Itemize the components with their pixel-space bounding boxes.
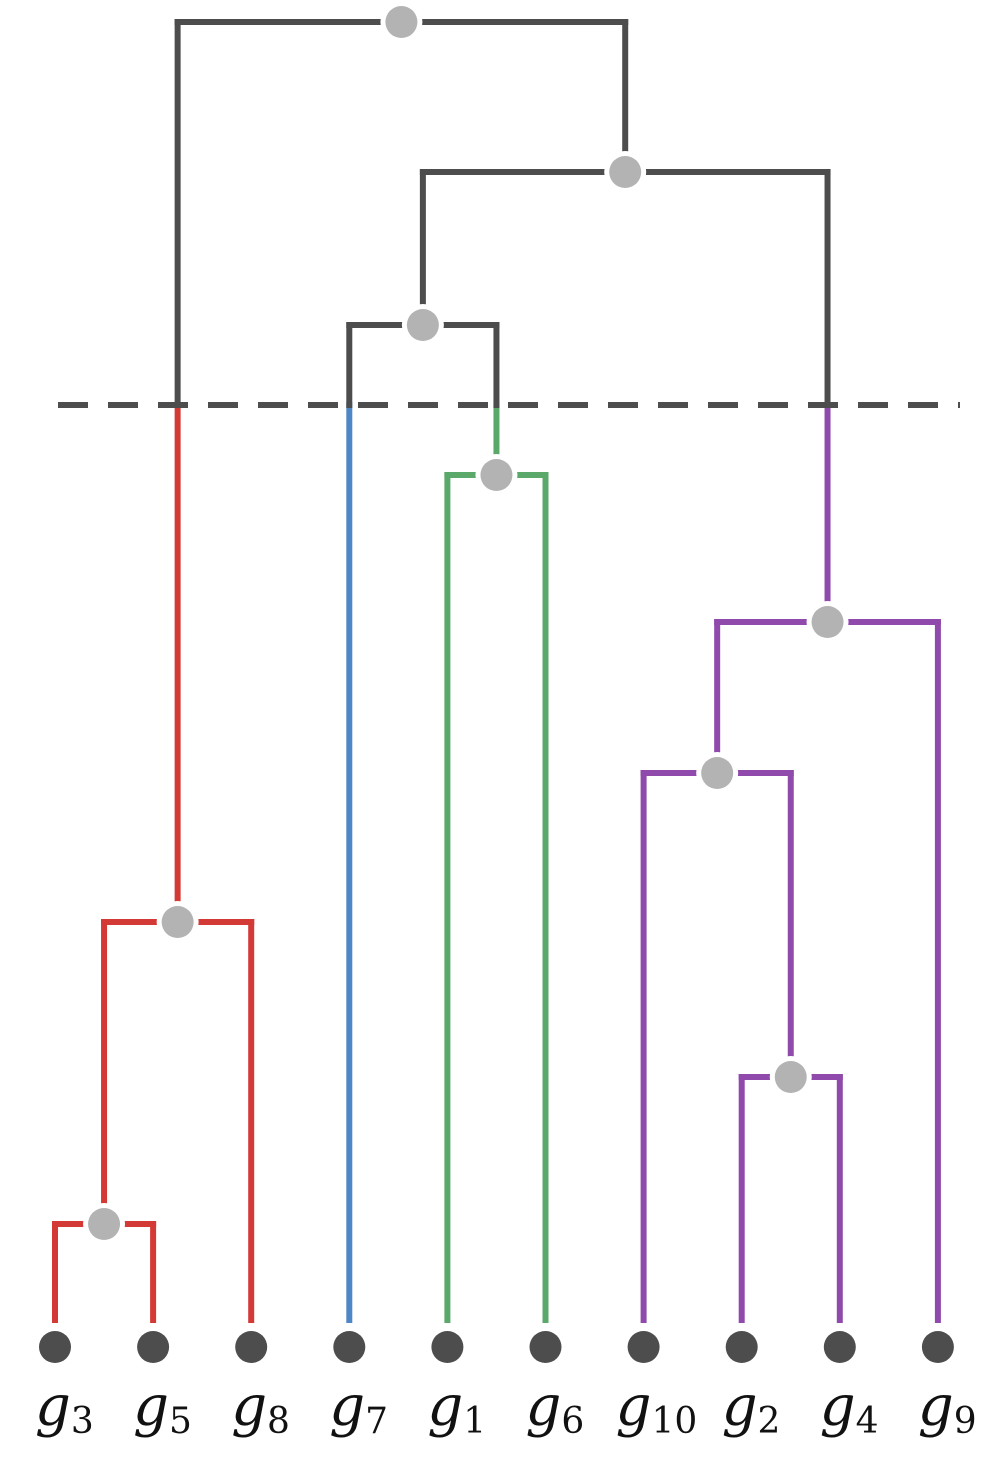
leaf-label-subscript: 3 — [71, 1401, 94, 1442]
leaf-label-symbol: g — [616, 1374, 652, 1439]
leaf-nodes — [39, 1331, 954, 1363]
merge-node-m10249 — [811, 606, 844, 638]
merge-node-m716 — [406, 309, 439, 341]
leaf-label-g7: g7 — [329, 1374, 388, 1442]
leaf-label-g3: g3 — [35, 1374, 94, 1442]
leaf-node-g6 — [529, 1331, 562, 1363]
merge-nodes — [83, 1, 849, 1245]
leaf-node-g2 — [725, 1331, 758, 1363]
leaf-label-symbol: g — [231, 1374, 267, 1439]
dendrogram-branches — [52, 19, 941, 1323]
leaf-label-g5: g5 — [133, 1374, 192, 1442]
leaf-label-subscript: 9 — [954, 1401, 977, 1442]
leaf-label-g4: g4 — [820, 1374, 879, 1442]
merge-node-m16 — [480, 459, 513, 491]
leaf-node-g1 — [431, 1331, 464, 1363]
leaf-label-g2: g2 — [722, 1374, 781, 1442]
leaf-label-subscript: 6 — [561, 1401, 584, 1442]
leaf-node-g5 — [137, 1331, 170, 1363]
leaf-node-g4 — [823, 1331, 856, 1363]
merge-node-m1024 — [701, 757, 734, 789]
leaf-label-g1: g1 — [427, 1374, 486, 1442]
leaf-node-g7 — [333, 1331, 366, 1363]
leaf-label-symbol: g — [526, 1374, 562, 1439]
leaf-node-g8 — [235, 1331, 268, 1363]
leaf-label-subscript: 8 — [267, 1401, 290, 1442]
leaf-label-g10: g10 — [616, 1374, 698, 1442]
leaf-label-subscript: 1 — [463, 1401, 486, 1442]
leaf-label-g9: g9 — [918, 1374, 977, 1442]
merge-node-m24 — [774, 1061, 807, 1093]
leaf-node-g3 — [39, 1331, 71, 1363]
leaf-node-g9 — [921, 1331, 954, 1363]
leaf-label-g8: g8 — [231, 1374, 290, 1442]
leaf-label-g6: g6 — [526, 1374, 585, 1442]
leaf-label-subscript: 5 — [169, 1401, 192, 1442]
leaf-label-symbol: g — [427, 1374, 463, 1439]
leaf-label-subscript: 10 — [651, 1401, 697, 1442]
merge-node-m35 — [88, 1208, 121, 1240]
merge-node-m358 — [161, 906, 194, 938]
leaf-label-subscript: 7 — [365, 1401, 388, 1442]
leaf-label-subscript: 4 — [856, 1401, 879, 1442]
merge-node-m7169 — [609, 156, 642, 188]
leaf-node-g10 — [627, 1331, 660, 1363]
leaf-label-symbol: g — [133, 1374, 169, 1439]
leaf-label-symbol: g — [918, 1374, 954, 1439]
leaf-label-symbol: g — [722, 1374, 758, 1439]
leaf-label-symbol: g — [35, 1374, 71, 1439]
leaf-label-subscript: 2 — [758, 1401, 781, 1442]
leaf-label-symbol: g — [820, 1374, 856, 1439]
leaf-label-symbol: g — [329, 1374, 365, 1439]
merge-node-root — [385, 6, 418, 38]
